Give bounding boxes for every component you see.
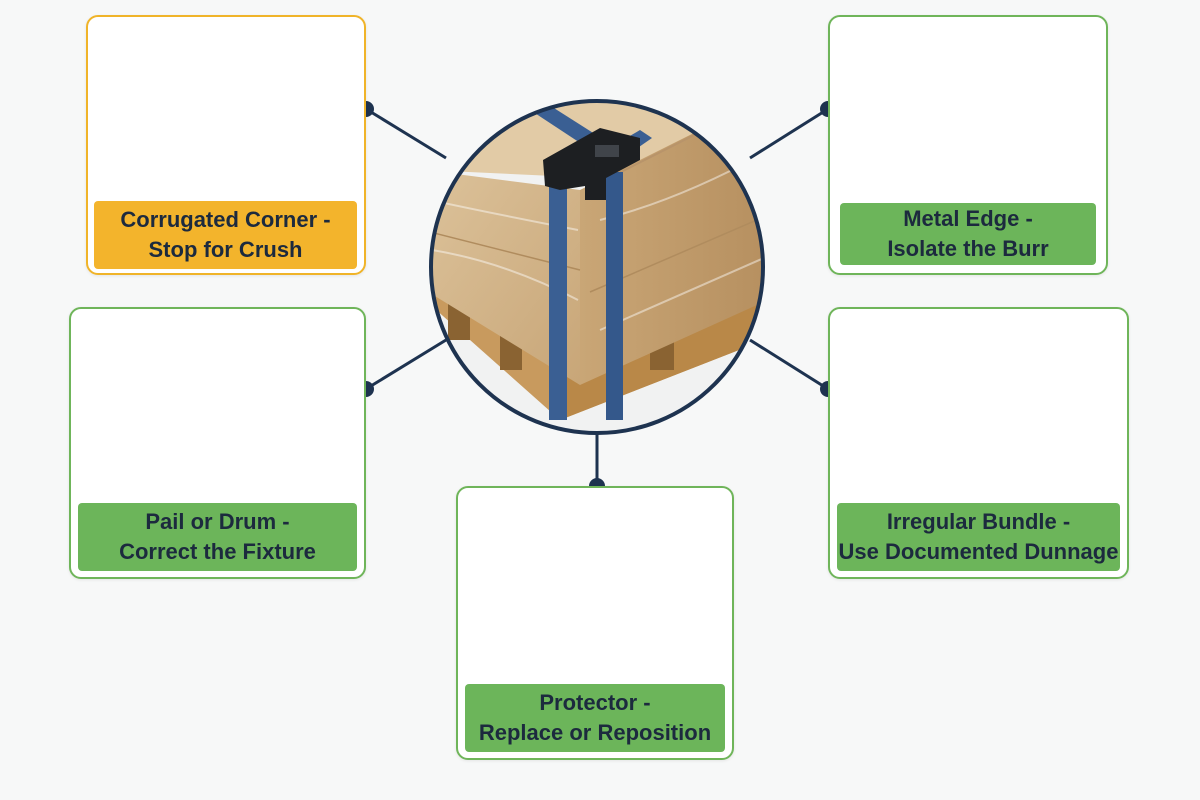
card-label-pail-drum: Pail or Drum - Correct the Fixture	[78, 503, 357, 571]
card-irregular-bundle: Irregular Bundle - Use Documented Dunnag…	[828, 307, 1129, 579]
card-corrugated-corner: Corrugated Corner - Stop for Crush	[86, 15, 366, 275]
label-line-2: Correct the Fixture	[119, 539, 316, 564]
card-metal-edge: Metal Edge - Isolate the Burr	[828, 15, 1108, 275]
label-line-1: Protector -	[539, 690, 651, 715]
label-line-1: Pail or Drum -	[145, 509, 290, 534]
card-label-protector: Protector - Replace or Reposition	[465, 684, 725, 752]
label-line-2: Use Documented Dunnage	[838, 539, 1119, 564]
label-line-1: Corrugated Corner -	[120, 207, 331, 232]
label-line-1: Irregular Bundle -	[886, 509, 1071, 534]
connector-lines	[365, 107, 829, 486]
label-line-2: Replace or Reposition	[478, 720, 712, 745]
label-line-2: Stop for Crush	[148, 237, 303, 262]
card-label-corrugated-corner: Corrugated Corner - Stop for Crush	[94, 201, 357, 269]
card-pail-drum: Pail or Drum - Correct the Fixture	[69, 307, 366, 579]
strapped-pallet-illustration	[429, 99, 765, 435]
label-line-1: Metal Edge -	[903, 206, 1033, 231]
card-label-metal-edge: Metal Edge - Isolate the Burr	[840, 203, 1096, 265]
card-protector: Protector - Replace or Reposition	[456, 486, 734, 760]
label-line-2: Isolate the Burr	[887, 236, 1049, 261]
card-label-irregular-bundle: Irregular Bundle - Use Documented Dunnag…	[837, 503, 1120, 571]
